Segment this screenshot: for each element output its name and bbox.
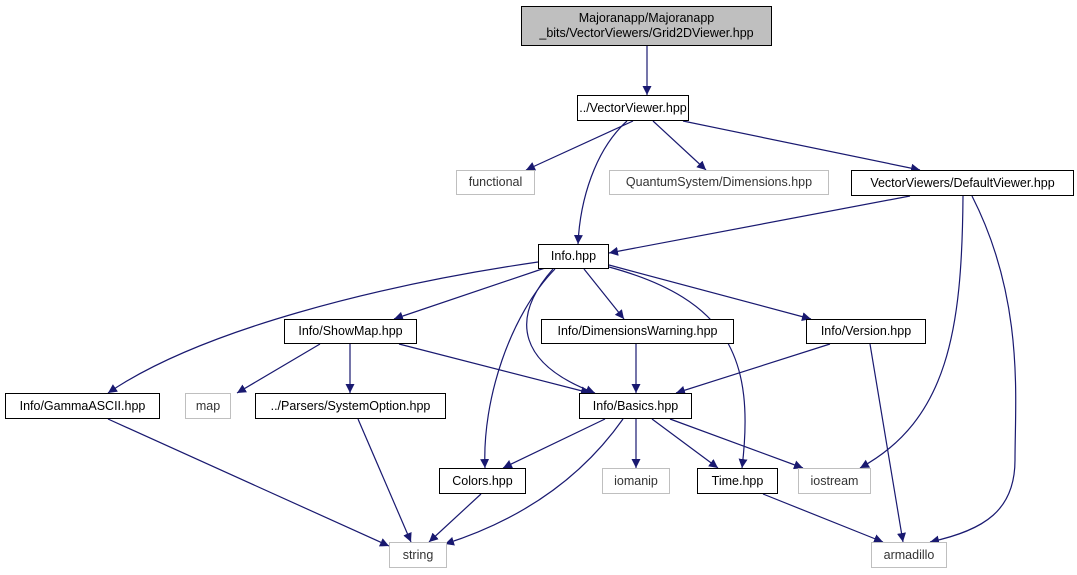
- edge-basics-to-time: [651, 418, 719, 469]
- node-functional[interactable]: functional: [456, 170, 535, 195]
- node-string[interactable]: string: [389, 542, 447, 568]
- node-showmap[interactable]: Info/ShowMap.hpp: [284, 319, 417, 344]
- edge-basics-to-colors: [502, 418, 606, 469]
- edge-info-to-version: [608, 264, 812, 322]
- edge-version-to-basics: [675, 343, 831, 395]
- edge-info-to-showmap: [393, 267, 546, 321]
- node-info[interactable]: Info.hpp: [538, 244, 609, 269]
- edge-sysopt-to-string: [357, 418, 412, 543]
- edge-vectorviewer-to-functional: [525, 120, 634, 171]
- node-defaultviewer[interactable]: VectorViewers/DefaultViewer.hpp: [851, 170, 1074, 196]
- edge-defaultviewer-to-iostream: [859, 195, 964, 469]
- edge-info-to-colors: [480, 268, 556, 469]
- node-systemoption[interactable]: ../Parsers/SystemOption.hpp: [255, 393, 446, 419]
- edge-basics-to-iostream: [669, 418, 804, 470]
- node-version[interactable]: Info/Version.hpp: [806, 319, 926, 344]
- node-dimensionswarning[interactable]: Info/DimensionsWarning.hpp: [541, 319, 734, 344]
- edge-vectorviewer-to-qsdims: [652, 120, 707, 171]
- edge-colors-to-string: [428, 493, 482, 543]
- edge-time-to-armadillo: [762, 493, 884, 543]
- root-node-label-line2: _bits/VectorViewers/Grid2DViewer.hpp: [539, 26, 754, 40]
- edge-vectorviewer-to-defaultviewer: [682, 120, 921, 173]
- root-node-label-line1: Majoranapp/Majoranapp: [578, 11, 715, 25]
- node-time[interactable]: Time.hpp: [697, 468, 778, 494]
- node-iostream[interactable]: iostream: [798, 468, 871, 494]
- edge-defaultviewer-to-info: [608, 195, 911, 256]
- node-gammaascii[interactable]: Info/GammaASCII.hpp: [5, 393, 160, 419]
- root-node-grid2dviewer[interactable]: Majoranapp/Majoranapp _bits/VectorViewer…: [521, 6, 772, 46]
- node-vectorviewer[interactable]: ../VectorViewer.hpp: [577, 95, 689, 121]
- edge-showmap-to-basics: [398, 343, 591, 396]
- edge-version-to-armadillo: [869, 343, 906, 543]
- node-colors[interactable]: Colors.hpp: [439, 468, 526, 494]
- edge-basics-to-string: [444, 418, 624, 546]
- node-armadillo[interactable]: armadillo: [871, 542, 947, 568]
- edge-info-to-dimwarn: [583, 268, 625, 320]
- edge-gamma-to-string: [107, 418, 390, 547]
- edge-showmap-to-map: [236, 343, 321, 394]
- node-map[interactable]: map: [185, 393, 231, 419]
- node-basics[interactable]: Info/Basics.hpp: [579, 393, 692, 419]
- edge-info-to-gamma: [107, 261, 539, 394]
- edge-defaultviewer-to-armadillo: [929, 195, 1017, 545]
- node-iomanip[interactable]: iomanip: [602, 468, 670, 494]
- edge-vectorviewer-to-info: [573, 120, 628, 245]
- node-quantumsystem-dimensions[interactable]: QuantumSystem/Dimensions.hpp: [609, 170, 829, 195]
